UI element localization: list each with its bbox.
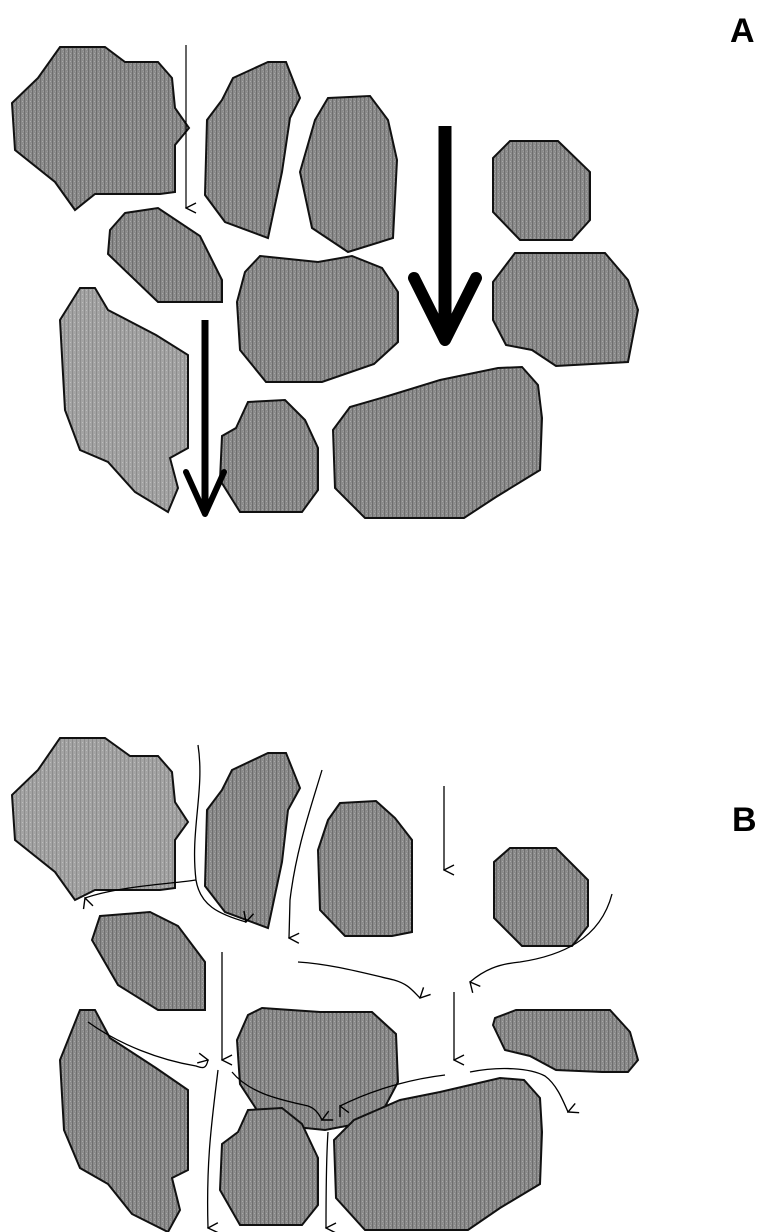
stone xyxy=(12,47,189,210)
stone xyxy=(300,96,397,252)
stone xyxy=(333,367,542,518)
stone xyxy=(493,141,590,240)
stones-group xyxy=(12,47,638,518)
stones-group xyxy=(12,738,638,1232)
stone xyxy=(493,253,638,366)
flow-path xyxy=(208,1070,218,1228)
stone xyxy=(205,62,300,238)
stone xyxy=(220,1108,318,1225)
panel-a-static-flow: A xyxy=(0,0,770,560)
panel-label-a: A xyxy=(730,14,755,48)
panel-b-distributed-flow: B xyxy=(0,700,770,1232)
flow-path xyxy=(326,1132,328,1228)
stone xyxy=(108,208,222,302)
medium-flow-arrow xyxy=(186,320,224,514)
strong-flow-arrow xyxy=(414,126,476,340)
stone xyxy=(60,288,188,512)
stone xyxy=(205,753,300,928)
stone xyxy=(493,1010,638,1072)
stone xyxy=(494,848,588,946)
stone xyxy=(237,256,398,382)
panel-a-diagram xyxy=(0,0,770,560)
stone xyxy=(12,738,188,900)
panel-label-b: B xyxy=(732,803,757,837)
stone xyxy=(220,400,318,512)
panel-b-diagram xyxy=(0,700,770,1232)
stone xyxy=(318,801,412,936)
flow-path xyxy=(298,962,420,998)
stone xyxy=(92,912,205,1010)
